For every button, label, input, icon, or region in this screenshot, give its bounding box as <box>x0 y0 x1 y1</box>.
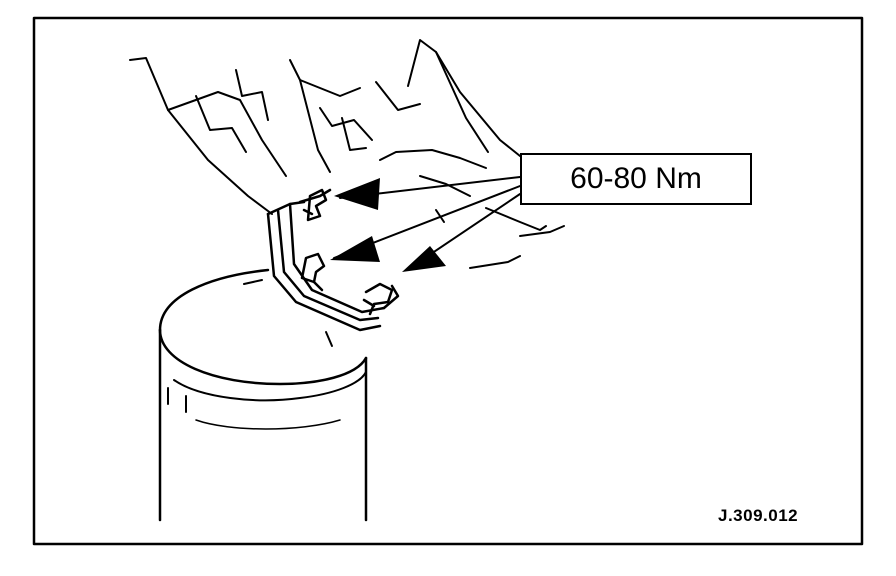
body-panel-sketch <box>129 39 565 269</box>
figure-reference-code: J.309.012 <box>718 506 799 525</box>
torque-spec-label: 60-80 Nm <box>520 153 752 205</box>
mounting-bracket <box>266 188 400 332</box>
arrow-head-middle <box>330 236 380 262</box>
bolt-top <box>306 188 328 222</box>
figure-frame <box>32 16 864 546</box>
bolt-heads <box>300 188 394 316</box>
arrow-head-top <box>334 178 380 210</box>
arrow-head-bottom <box>402 246 446 272</box>
shock-absorber-body <box>158 268 368 522</box>
torque-callout-arrows <box>330 176 521 272</box>
bolt-middle <box>300 252 326 284</box>
